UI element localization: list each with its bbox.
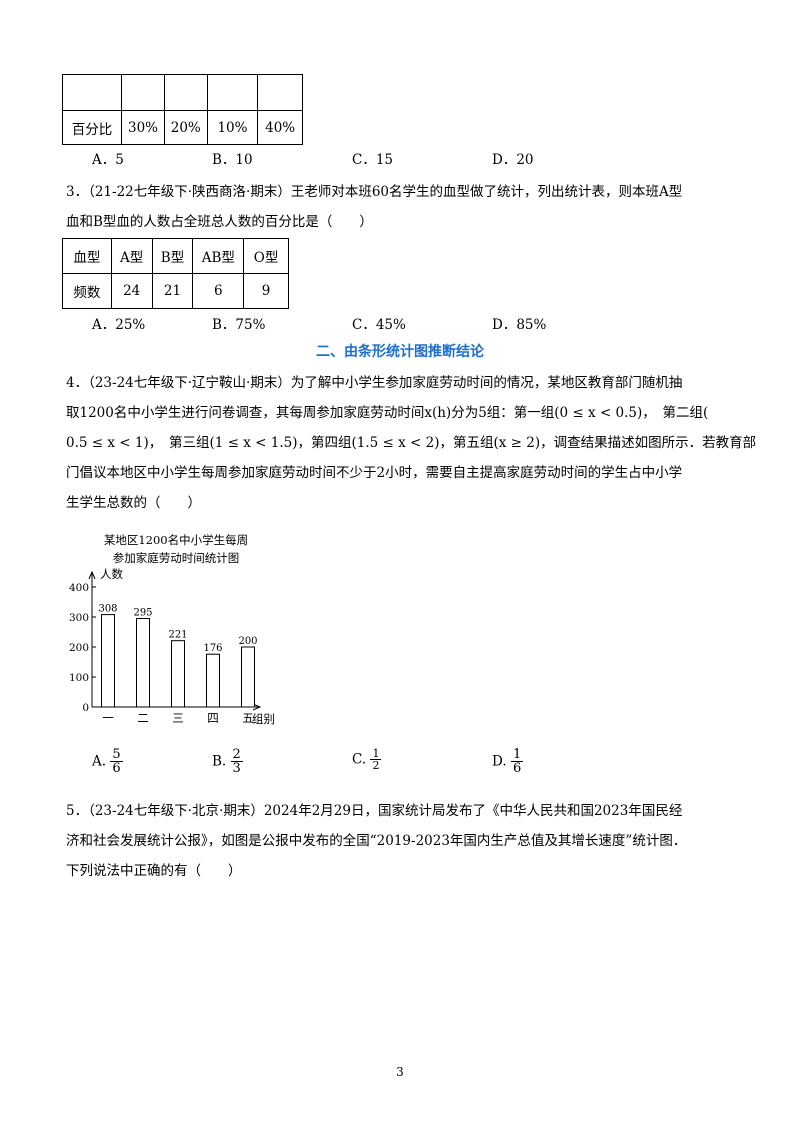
table-cell: 9 bbox=[243, 273, 289, 309]
option-a[interactable]: A. 5 6 bbox=[92, 748, 123, 775]
percentage-table: 百分比 30% 20% 10% 40% bbox=[61, 74, 303, 145]
table-cell: 10% bbox=[206, 110, 259, 145]
bar bbox=[101, 614, 115, 708]
question-3: 3．（21-22七年级下·陕西商洛·期末）王老师对本班60名学生的血型做了统计，… bbox=[66, 177, 736, 237]
option-d[interactable]: D. 1 6 bbox=[492, 747, 524, 776]
y-axis-arrow bbox=[88, 570, 96, 580]
x-axis-arrow bbox=[252, 703, 262, 711]
question-text: 济和社会发展统计公报》，如图是公报中发布的全国“2019-2023年国内生产总值… bbox=[66, 833, 687, 849]
y-tick-label: 400 bbox=[69, 582, 89, 594]
numerator: 1 bbox=[510, 747, 524, 762]
bar bbox=[171, 640, 185, 708]
y-tick-label: 100 bbox=[69, 672, 89, 684]
y-tick-label: 0 bbox=[82, 702, 89, 714]
table-row-label: 百分比 bbox=[61, 110, 123, 145]
option-c[interactable]: C．15 bbox=[352, 152, 394, 168]
question-text: 4．（23-24七年级下·辽宁鞍山·期末）为了解中小学生参加家庭劳动时间的情况，… bbox=[66, 375, 683, 391]
question-text: 下列说法中正确的有（ ） bbox=[66, 863, 242, 879]
fraction: 1 6 bbox=[510, 747, 524, 776]
denominator: 6 bbox=[112, 761, 121, 776]
table-header: B型 bbox=[151, 238, 194, 274]
table-row-label: 频数 bbox=[62, 273, 112, 309]
option-b[interactable]: B. 2 3 bbox=[212, 748, 243, 775]
fraction: 5 6 bbox=[110, 747, 123, 776]
x-tick-label: 三 bbox=[172, 711, 184, 725]
data-label: 295 bbox=[133, 608, 152, 619]
data-label: 176 bbox=[203, 643, 222, 654]
question-text: 0.5 ≤ x < 1)， 第三组(1 ≤ x < 1.5)，第四组(1.5 ≤… bbox=[66, 435, 757, 451]
fraction: 2 3 bbox=[230, 747, 243, 776]
table-header: A型 bbox=[110, 238, 153, 274]
data-label: 221 bbox=[168, 630, 187, 641]
table-cell: 30% bbox=[121, 110, 165, 145]
x-tick-label: 五 bbox=[242, 711, 254, 725]
x-axis-label: 组别 bbox=[252, 712, 275, 726]
option-d[interactable]: D．20 bbox=[492, 152, 534, 168]
table-header: O型 bbox=[243, 238, 289, 274]
x-tick-label: 四 bbox=[207, 711, 219, 725]
question-5: 5．（23-24七年级下·北京·期末）2024年2月29日，国家统计局发布了《中… bbox=[66, 796, 736, 886]
option-a-label: A. bbox=[92, 753, 107, 770]
table-header: AB型 bbox=[192, 238, 245, 274]
chart-title-line2: 参加家庭劳动时间统计图 bbox=[113, 551, 240, 565]
option-d-label: D. bbox=[492, 753, 507, 770]
option-b-label: B. bbox=[212, 753, 227, 770]
table-cell: 40% bbox=[257, 110, 303, 145]
section-title: 二、由条形统计图推断结论 bbox=[316, 344, 484, 360]
blood-type-table: 血型 A型 B型 AB型 O型 频数 24 21 6 9 bbox=[62, 238, 289, 309]
table-cell bbox=[61, 74, 123, 111]
option-c[interactable]: C．45% bbox=[352, 317, 406, 333]
fraction: 1 2 bbox=[370, 747, 382, 772]
data-label: 200 bbox=[238, 636, 257, 647]
question-text: 5．（23-24七年级下·北京·期末）2024年2月29日，国家统计局发布了《中… bbox=[66, 803, 683, 819]
table-header: 血型 bbox=[62, 238, 112, 274]
option-b[interactable]: B．10 bbox=[212, 152, 253, 168]
chart-title-line1: 某地区1200名中小学生每周 bbox=[104, 533, 248, 547]
table-cell bbox=[206, 74, 259, 111]
page-number: 3 bbox=[396, 1065, 404, 1079]
table-cell: 20% bbox=[163, 110, 208, 145]
table-cell bbox=[163, 74, 208, 111]
option-c[interactable]: C. 1 2 bbox=[352, 747, 382, 772]
numerator: 1 bbox=[370, 747, 382, 760]
option-b[interactable]: B．75% bbox=[212, 317, 266, 333]
bar bbox=[136, 618, 150, 708]
y-axis-label: 人数 bbox=[100, 567, 123, 581]
option-d[interactable]: D．85% bbox=[492, 317, 547, 333]
option-c-label: C. bbox=[352, 751, 367, 768]
table-cell: 21 bbox=[151, 273, 194, 309]
denominator: 3 bbox=[232, 761, 241, 776]
question-text: 生学生总数的（ ） bbox=[66, 495, 201, 511]
numerator: 5 bbox=[110, 747, 123, 762]
table-cell bbox=[257, 74, 303, 111]
q2-options: A．5 B．10 C．15 D．20 bbox=[92, 148, 612, 168]
question-4: 4．（23-24七年级下·辽宁鞍山·期末）为了解中小学生参加家庭劳动时间的情况，… bbox=[66, 368, 757, 518]
q3-options: A．25% B．75% C．45% D．85% bbox=[92, 313, 612, 333]
table-cell: 24 bbox=[110, 273, 153, 309]
y-tick-label: 300 bbox=[69, 612, 89, 624]
numerator: 2 bbox=[230, 747, 243, 762]
question-text: 血和B型血的人数占全班总人数的百分比是（ ） bbox=[66, 214, 373, 230]
x-tick-label: 一 bbox=[102, 711, 114, 725]
q4-options: A. 5 6 B. 2 3 C. 1 2 D. 1 6 bbox=[92, 748, 612, 782]
bar bbox=[206, 653, 220, 708]
bar bbox=[241, 646, 255, 708]
denominator: 2 bbox=[372, 759, 380, 772]
x-tick-label: 二 bbox=[137, 711, 149, 725]
option-a[interactable]: A．25% bbox=[92, 317, 146, 333]
question-text: 取1200名中小学生进行问卷调查，其每周参加家庭劳动时间x(h)分为5组：第一组… bbox=[66, 405, 709, 421]
table-cell bbox=[121, 74, 165, 111]
option-a[interactable]: A．5 bbox=[92, 152, 124, 168]
denominator: 6 bbox=[512, 761, 522, 776]
data-label: 308 bbox=[98, 604, 117, 615]
question-text: 门倡议本地区中小学生每周参加家庭劳动时间不少于2小时，需要自主提高家庭劳动时间的… bbox=[66, 465, 683, 481]
bar-chart: 某地区1200名中小学生每周 参加家庭劳动时间统计图 人数 0 100 200 300… bbox=[69, 533, 275, 726]
table-cell: 6 bbox=[192, 273, 245, 309]
y-tick-label: 200 bbox=[69, 642, 89, 654]
question-text: 3．（21-22七年级下·陕西商洛·期末）王老师对本班60名学生的血型做了统计，… bbox=[66, 184, 683, 200]
